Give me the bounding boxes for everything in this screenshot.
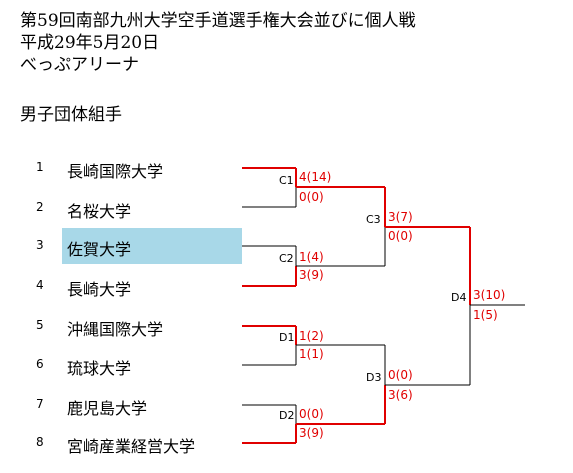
match-score-top: 3(7) xyxy=(388,210,413,224)
team-row: 4 長崎大学 xyxy=(0,268,240,304)
team-name: 名桜大学 xyxy=(67,202,132,221)
team-name: 長崎国際大学 xyxy=(67,162,164,181)
match-label: D1 xyxy=(279,331,295,344)
team-seed: 4 xyxy=(36,278,44,292)
team-row: 7 鹿児島大学 xyxy=(0,387,240,423)
team-seed: 5 xyxy=(36,318,44,332)
match-score-top: 1(2) xyxy=(299,329,324,343)
team-row: 6 琉球大学 xyxy=(0,347,240,383)
match-score-bottom: 1(5) xyxy=(473,308,498,322)
team-name: 鹿児島大学 xyxy=(67,399,148,418)
match-label: C2 xyxy=(279,252,294,265)
match-score-bottom: 0(0) xyxy=(388,229,413,243)
match-score-top: 0(0) xyxy=(299,407,324,421)
team-row: 3 佐賀大学 xyxy=(0,228,242,264)
section-title: 男子団体組手 xyxy=(20,105,122,125)
tournament-title: 第59回南部九州大学空手道選手権大会並びに個人戦 xyxy=(20,11,416,31)
match-score-top: 4(14) xyxy=(299,170,332,184)
team-name: 長崎大学 xyxy=(67,280,132,299)
team-row: 8 宮崎産業経営大学 xyxy=(0,425,240,461)
match-label: D2 xyxy=(279,409,295,422)
tournament-date: 平成29年5月20日 xyxy=(20,33,160,53)
match-label: C1 xyxy=(279,174,294,187)
match-score-top: 3(10) xyxy=(473,288,506,302)
team-seed: 8 xyxy=(36,435,44,449)
team-seed: 3 xyxy=(36,238,44,252)
match-score-top: 0(0) xyxy=(388,368,413,382)
team-name: 沖縄国際大学 xyxy=(67,320,164,339)
tournament-venue: べっぷアリーナ xyxy=(20,55,139,75)
match-label: C3 xyxy=(366,213,381,226)
team-highlight xyxy=(62,228,242,264)
match-label: D4 xyxy=(451,291,467,304)
team-row: 5 沖縄国際大学 xyxy=(0,308,240,344)
team-seed: 7 xyxy=(36,397,44,411)
match-score-bottom: 1(1) xyxy=(299,347,324,361)
match-score-bottom: 0(0) xyxy=(299,190,324,204)
match-label: D3 xyxy=(366,371,382,384)
team-seed: 1 xyxy=(36,160,44,174)
match-score-bottom: 3(6) xyxy=(388,388,413,402)
team-name: 琉球大学 xyxy=(67,359,132,378)
team-seed: 2 xyxy=(36,200,44,214)
team-name: 佐賀大学 xyxy=(67,240,132,259)
team-name: 宮崎産業経営大学 xyxy=(67,437,196,456)
team-row: 2 名桜大学 xyxy=(0,190,240,226)
team-row: 1 長崎国際大学 xyxy=(0,150,240,186)
match-score-bottom: 3(9) xyxy=(299,426,324,440)
team-seed: 6 xyxy=(36,357,44,371)
match-score-bottom: 3(9) xyxy=(299,268,324,282)
match-score-top: 1(4) xyxy=(299,250,324,264)
